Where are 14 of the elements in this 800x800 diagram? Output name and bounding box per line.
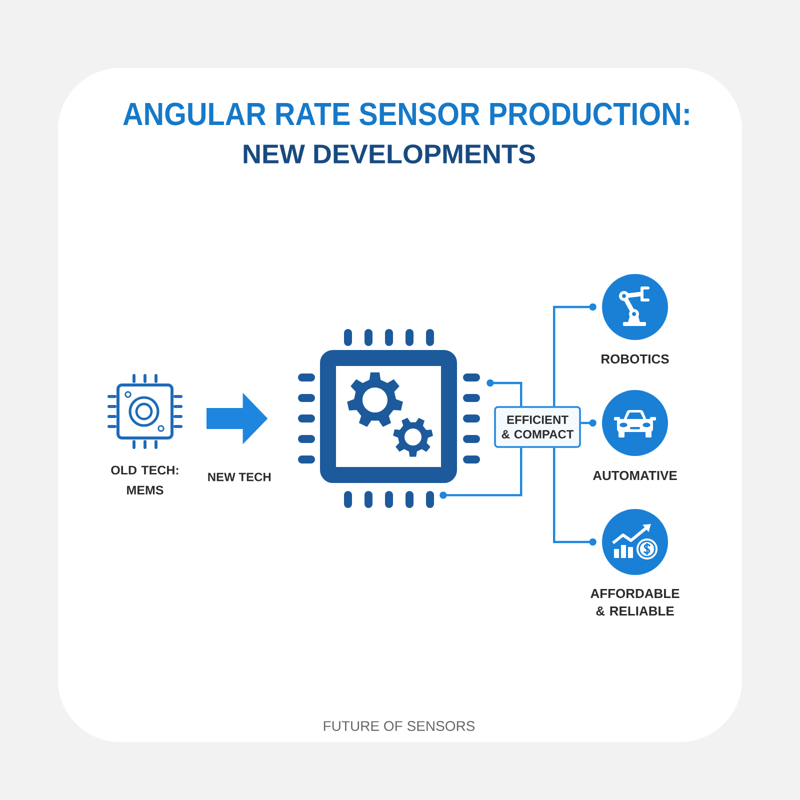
icon-label: AFFORDABLE & RELIABLE	[590, 588, 680, 616]
icon-label: OLD TECH: MEMS	[111, 466, 178, 495]
connector-line	[580, 419, 596, 427]
caption: FUTURE OF SENSORS	[324, 721, 475, 731]
subtitle: NEW DEVELOPMENTS	[244, 144, 535, 164]
icon-label: ROBOTICS	[602, 354, 669, 364]
icon-label: AUTOMATIVE	[592, 470, 677, 480]
connector-line	[553, 448, 596, 546]
connector-line	[486, 379, 522, 406]
label-box: EFFICIENT & COMPACT	[494, 406, 581, 448]
title: ANGULAR RATE SENSOR PRODUCTION:	[123, 102, 689, 126]
chip-gears-icon	[298, 329, 480, 508]
connector-line	[440, 448, 522, 499]
connector-line	[553, 303, 596, 406]
